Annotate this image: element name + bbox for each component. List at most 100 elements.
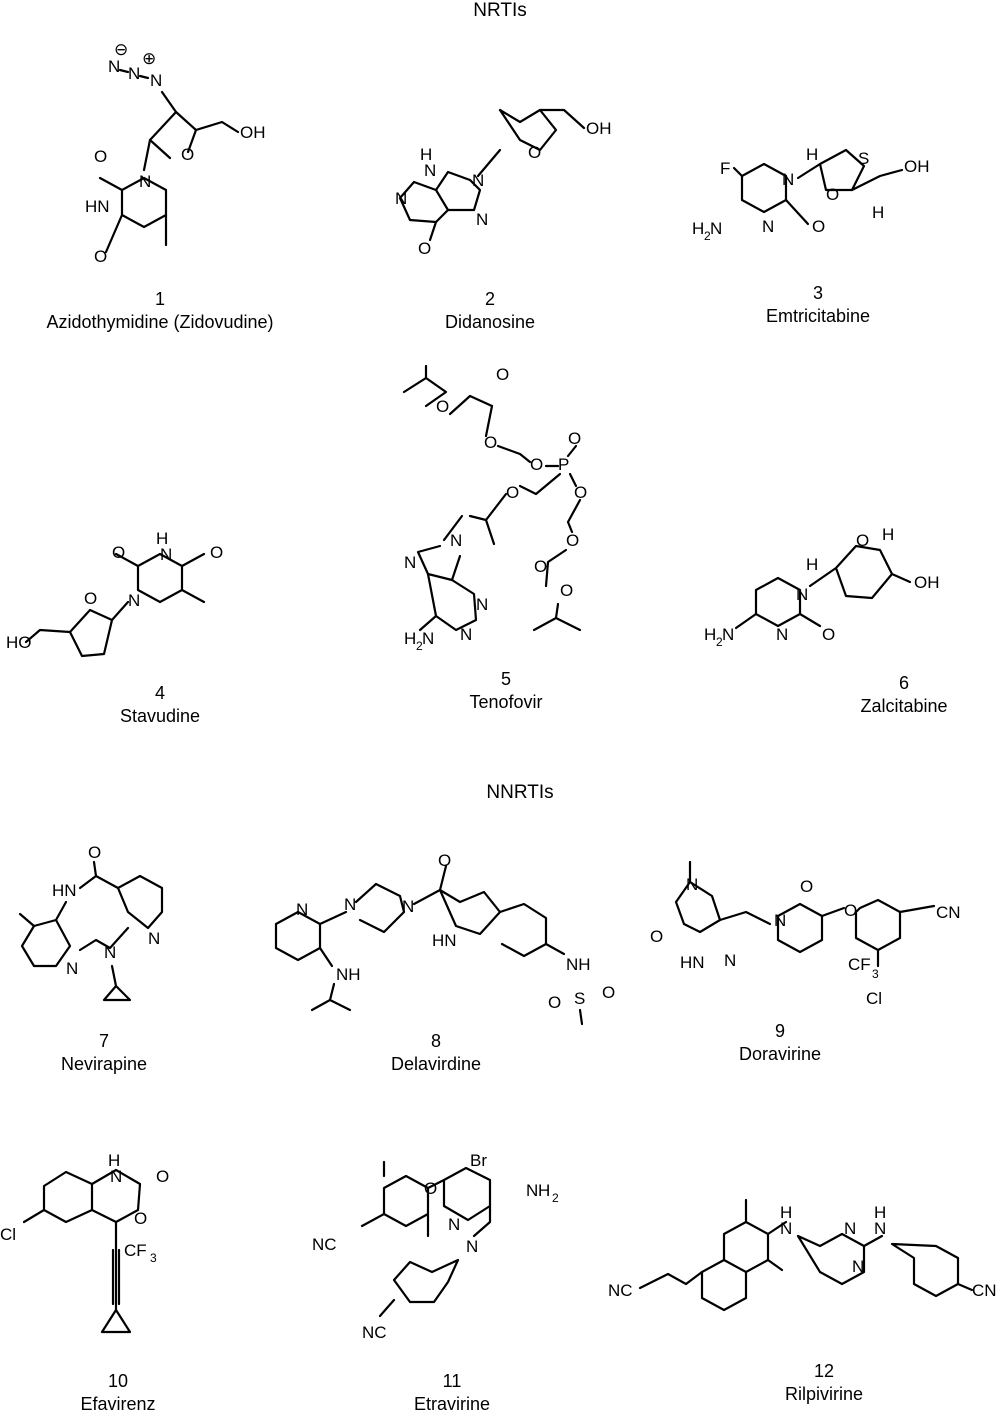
- svg-text:N: N: [476, 210, 488, 229]
- svg-text:CN: CN: [936, 903, 961, 922]
- svg-text:O: O: [602, 983, 615, 1002]
- structure-nevirapine: O HN N N N: [18, 843, 164, 1002]
- svg-text:CN: CN: [972, 1281, 997, 1300]
- svg-text:Br: Br: [470, 1151, 487, 1170]
- svg-text:H: H: [874, 1203, 886, 1222]
- svg-text:N: N: [774, 911, 786, 930]
- svg-text:O: O: [94, 147, 107, 166]
- svg-text:H: H: [538, 1181, 550, 1200]
- compound-number: 11: [442, 1371, 462, 1391]
- compound-number: 5: [500, 669, 511, 689]
- compound-caption-12: 12 Rilpivirine: [664, 1360, 984, 1406]
- svg-text:N: N: [139, 172, 151, 191]
- svg-text:N: N: [780, 1219, 792, 1238]
- svg-text:O: O: [826, 185, 839, 204]
- svg-text:H: H: [872, 203, 884, 222]
- compound-name: Emtricitabine: [765, 306, 871, 326]
- svg-text:Cl: Cl: [0, 1225, 16, 1244]
- svg-text:⊖: ⊖: [114, 40, 128, 59]
- svg-text:O: O: [438, 851, 451, 870]
- svg-text:NH: NH: [566, 955, 591, 974]
- svg-text:NC: NC: [312, 1235, 337, 1254]
- svg-text:P: P: [558, 455, 569, 474]
- compound-caption-6: 6 Zalcitabine: [744, 672, 1000, 718]
- svg-text:N: N: [404, 553, 416, 572]
- svg-text:N: N: [296, 900, 308, 919]
- svg-text:O: O: [856, 531, 869, 550]
- svg-text:HO: HO: [6, 633, 32, 652]
- svg-text:N: N: [422, 629, 434, 648]
- svg-text:O: O: [94, 247, 107, 266]
- compound-name: Etravirine: [413, 1394, 491, 1414]
- svg-text:O: O: [156, 1167, 169, 1186]
- svg-text:N: N: [472, 171, 484, 190]
- compound-number: 8: [430, 1031, 441, 1051]
- compound-number: 1: [154, 289, 165, 309]
- svg-text:S: S: [574, 989, 585, 1008]
- svg-text:F: F: [720, 159, 730, 178]
- svg-text:CF: CF: [124, 1241, 147, 1260]
- svg-text:N: N: [722, 625, 734, 644]
- structure-delavirdine: N N N O HN NH S O O NH: [274, 851, 615, 1026]
- svg-text:O: O: [534, 557, 547, 576]
- compound-number: 6: [898, 673, 909, 693]
- svg-text:N: N: [150, 71, 162, 90]
- svg-text:NH: NH: [336, 965, 361, 984]
- svg-text:S: S: [858, 149, 869, 168]
- svg-text:O: O: [84, 589, 97, 608]
- svg-text:O: O: [418, 239, 431, 258]
- svg-text:O: O: [548, 993, 561, 1012]
- svg-text:H: H: [156, 529, 168, 548]
- structure-rilpivirine: NC H N N N H N CN: [608, 1198, 997, 1312]
- svg-text:O: O: [506, 483, 519, 502]
- svg-text:2: 2: [704, 229, 711, 243]
- svg-text:O: O: [484, 433, 497, 452]
- compound-number: 3: [812, 283, 823, 303]
- compound-number: 10: [107, 1371, 129, 1391]
- svg-text:O: O: [496, 365, 509, 384]
- svg-text:O: O: [812, 217, 825, 236]
- compound-name: Efavirenz: [80, 1394, 156, 1414]
- svg-text:N: N: [104, 943, 116, 962]
- svg-text:N: N: [344, 895, 356, 914]
- structure-etravirine: NC O Br N H 2 N N NC: [312, 1151, 559, 1342]
- svg-text:O: O: [844, 901, 857, 920]
- svg-text:NC: NC: [608, 1281, 633, 1300]
- structure-efavirenz: Cl H N O O CF 3: [0, 1151, 169, 1334]
- svg-text:N: N: [448, 1215, 460, 1234]
- structure-zalcitabine: N N H 2 N O O H H OH: [704, 525, 940, 649]
- structure-didanosine: OH O N N N H N O: [395, 108, 612, 258]
- svg-text:O: O: [822, 625, 835, 644]
- compound-caption-11: 11 Etravirine: [292, 1370, 612, 1416]
- svg-text:OH: OH: [914, 573, 940, 592]
- svg-text:⊕: ⊕: [142, 49, 156, 68]
- compound-name: Rilpivirine: [784, 1384, 864, 1404]
- compound-name: Nevirapine: [60, 1054, 148, 1074]
- svg-text:O: O: [134, 1209, 147, 1228]
- svg-text:H: H: [882, 525, 894, 544]
- svg-text:N: N: [852, 1257, 864, 1276]
- compound-name: Didanosine: [444, 312, 536, 332]
- svg-text:O: O: [650, 927, 663, 946]
- svg-text:N: N: [108, 57, 120, 76]
- svg-text:N: N: [450, 531, 462, 550]
- compound-caption-1: 1 Azidothymidine (Zidovudine): [0, 288, 320, 334]
- compound-caption-7: 7 Nevirapine: [0, 1030, 264, 1076]
- svg-text:OH: OH: [904, 157, 930, 176]
- svg-text:2: 2: [716, 635, 723, 649]
- svg-text:H: H: [780, 1203, 792, 1222]
- compound-number: 4: [154, 683, 165, 703]
- svg-text:N: N: [128, 64, 140, 83]
- svg-text:O: O: [560, 581, 573, 600]
- compound-caption-5: 5 Tenofovir: [346, 668, 666, 714]
- svg-text:O: O: [181, 145, 194, 164]
- compound-caption-3: 3 Emtricitabine: [658, 282, 978, 328]
- svg-text:H: H: [704, 625, 716, 644]
- svg-text:O: O: [574, 483, 587, 502]
- svg-text:N: N: [762, 217, 774, 236]
- svg-text:N: N: [874, 1219, 886, 1238]
- structure-doravirine: N O HN N N O O CN Cl CF 3: [650, 860, 961, 1008]
- svg-text:O: O: [112, 543, 125, 562]
- svg-text:O: O: [568, 429, 581, 448]
